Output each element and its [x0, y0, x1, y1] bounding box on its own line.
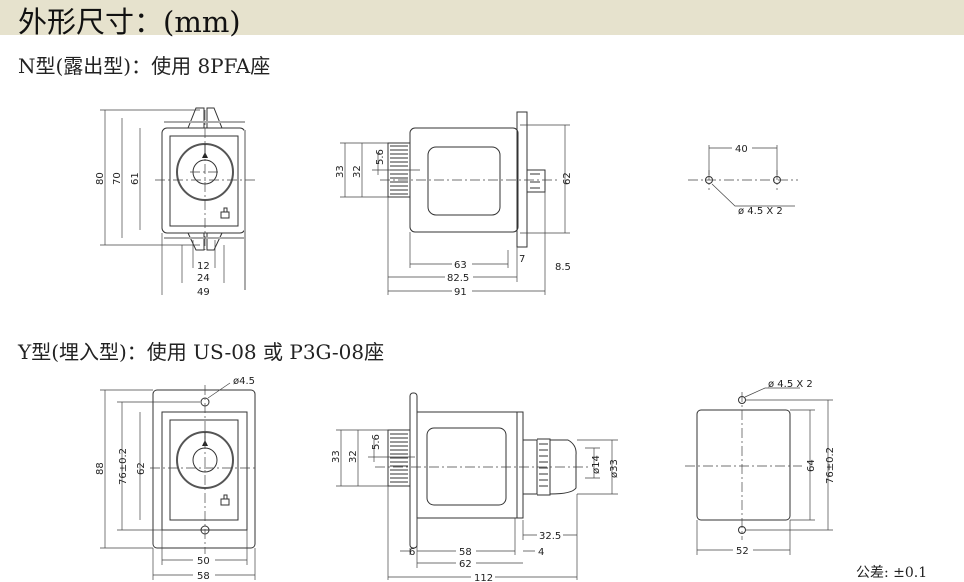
n-type-heading: N型(露出型)：使用 8PFA座: [18, 54, 271, 78]
dim-32: 32: [352, 165, 363, 178]
dim-62: 62: [459, 559, 472, 570]
y-front-view: ø4.5 88 76±0.2 62 50 58: [95, 376, 258, 581]
dim-12: 12: [197, 261, 210, 272]
dim-7: 7: [519, 254, 525, 265]
dim-49: 49: [197, 287, 210, 298]
dim-70: 70: [112, 172, 123, 185]
dim-33: 33: [331, 450, 342, 463]
y-type-heading: Y型(埋入型)：使用 US-08 或 P3G-08座: [18, 340, 385, 364]
dim-8-5: 8.5: [555, 262, 571, 273]
dim-58: 58: [197, 571, 210, 581]
dim-112: 112: [474, 573, 493, 581]
n-side-view: 33 32 5.6 62 63 7 8.5 82.5 91: [335, 111, 573, 298]
dim-32: 32: [348, 450, 359, 463]
section-header: 外形尺寸：(mm): [0, 0, 964, 39]
dim-32-5: 32.5: [539, 531, 561, 542]
dim-76: 76±0.2: [825, 447, 836, 484]
y-panel-cutout: ø 4.5 X 2 64 76±0.2 52: [685, 379, 836, 557]
dim-50: 50: [197, 556, 210, 567]
dim-82-5: 82.5: [447, 273, 469, 284]
dim-76: 76±0.2: [118, 448, 129, 485]
dim-52: 52: [736, 546, 749, 557]
dim-58: 58: [459, 547, 472, 558]
tolerance-note: 公差: ±0.1: [856, 565, 928, 581]
dim-4: 4: [538, 547, 544, 558]
hole-note: ø 4.5 X 2: [738, 206, 783, 217]
section-title: 外形尺寸：(mm): [18, 5, 241, 39]
hole-note: ø 4.5 X 2: [768, 379, 813, 390]
n-front-view: 80 70 61 12 24 49: [95, 107, 255, 298]
dim-62: 62: [136, 462, 147, 475]
dim-61: 61: [130, 172, 141, 185]
dim-62: 62: [562, 172, 573, 185]
dim-5-6: 5.6: [371, 434, 382, 450]
dim-80: 80: [95, 172, 106, 185]
y-side-view: 33 32 5.6 ø14 ø33 32.5 6 58 4 62 112: [331, 392, 620, 581]
dim-33: 33: [335, 165, 346, 178]
dim-d14: ø14: [591, 455, 602, 474]
dim-d33: ø33: [609, 459, 620, 478]
dim-hole-4-5: ø4.5: [233, 376, 255, 387]
dim-91: 91: [454, 287, 467, 298]
dim-5-6: 5.6: [375, 149, 386, 165]
dim-24: 24: [197, 273, 210, 284]
dim-88: 88: [95, 462, 106, 475]
n-mounting-holes: 40 ø 4.5 X 2: [688, 142, 798, 217]
dim-6: 6: [409, 547, 415, 558]
dim-64: 64: [806, 459, 817, 472]
dim-40: 40: [735, 144, 748, 155]
dim-63: 63: [454, 260, 467, 271]
